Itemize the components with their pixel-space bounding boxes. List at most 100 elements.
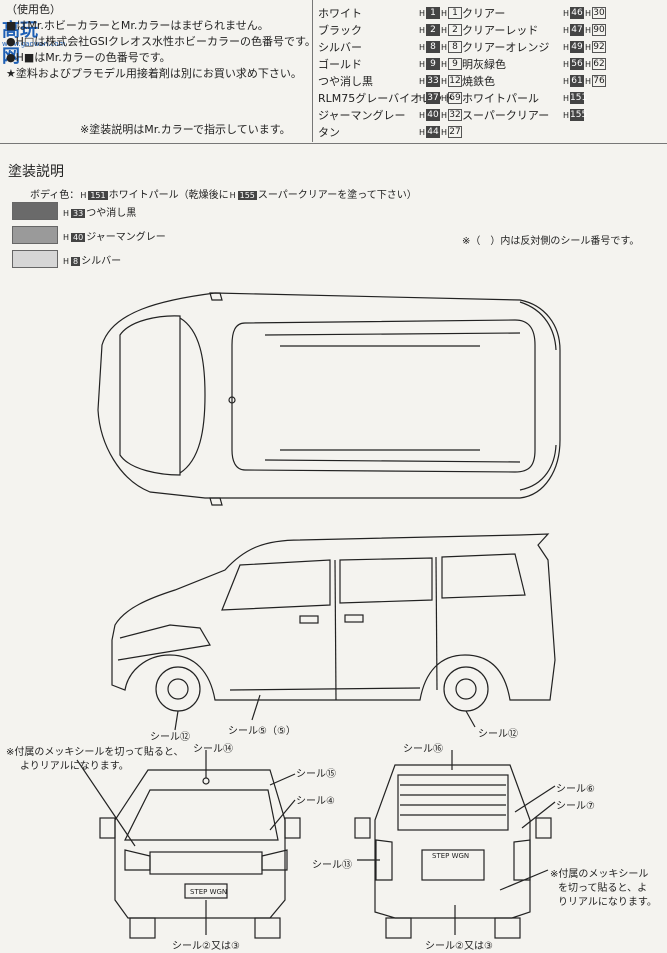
mr-color-code: 37 xyxy=(426,92,441,104)
h-mark: H xyxy=(441,110,448,120)
code-box: 151 xyxy=(88,191,108,200)
color-name: 明灰緑色 xyxy=(462,58,506,71)
rear-note-2: を切って貼ると、よ xyxy=(558,883,648,894)
mr-color-code: 44 xyxy=(426,126,441,138)
swatch-name: シルバー xyxy=(81,256,122,267)
watermark-url: www.gaowan.com xyxy=(2,40,66,48)
mr-color-code: 155 xyxy=(570,109,588,121)
h-mark: H xyxy=(419,127,426,137)
h-mark: H xyxy=(63,233,70,242)
mr-color-code: 49 xyxy=(570,41,585,53)
h-mark: H xyxy=(441,76,448,86)
mr-color-code: 2 xyxy=(426,24,441,36)
mr-color-code: 47 xyxy=(570,24,585,36)
seal-2-or-3-rear: シール②又は③ xyxy=(425,941,493,952)
seal-2-or-3-front: シール②又は③ xyxy=(172,941,240,952)
h-mark: H xyxy=(441,42,448,52)
code-box: 8 xyxy=(71,257,81,266)
h-mark: H xyxy=(563,93,570,103)
aqueous-color-code: 92 xyxy=(592,41,607,53)
aqueous-color-code: 30 xyxy=(592,7,607,19)
aqueous-color-code: 8 xyxy=(448,41,463,53)
color-name: クリアーレッド xyxy=(462,24,539,37)
color-name: スーパークリアー xyxy=(462,109,550,122)
h-mark: H xyxy=(441,59,448,69)
h-mark: H xyxy=(563,59,570,69)
h-mark: H xyxy=(419,93,426,103)
mr-color-code: 9 xyxy=(426,58,441,70)
legend-divider xyxy=(312,0,313,142)
aqueous-color-code: 27 xyxy=(448,126,463,138)
seal-6: シール⑥ xyxy=(556,784,595,795)
color-name: 焼鉄色 xyxy=(462,75,495,88)
color-name: シルバー xyxy=(318,41,362,54)
color-swatch xyxy=(12,202,58,220)
aqueous-color-code: 12 xyxy=(448,75,463,87)
seal-12-right: シール⑫ xyxy=(478,729,518,740)
seal-14: シール⑭ xyxy=(193,744,233,755)
h-mark: H xyxy=(563,42,570,52)
watermark-logo: 高玩网 www.gaowan.com xyxy=(0,0,65,70)
h-mark: H xyxy=(563,110,570,120)
mr-color-code: 151 xyxy=(570,92,588,104)
aqueous-color-code: 62 xyxy=(592,58,607,70)
mr-color-code: 33 xyxy=(426,75,441,87)
note-line-1: ■はMr.ホビーカラーとMr.カラーはまぜられません。 xyxy=(6,19,269,32)
mr-color-code: 8 xyxy=(426,41,441,53)
front-note-1: ※付属のメッキシールを切って貼ると、 xyxy=(6,747,184,758)
h-mark: H xyxy=(419,8,426,18)
h-mark: H xyxy=(441,127,448,137)
h-mark: H xyxy=(229,191,236,200)
mr-color-code: 56 xyxy=(570,58,585,70)
color-name: ジャーマングレー xyxy=(318,109,406,122)
color-swatch xyxy=(12,250,58,268)
h-mark: H xyxy=(585,8,592,18)
h-mark: H xyxy=(419,59,426,69)
h-mark: H xyxy=(419,25,426,35)
mr-color-code: 40 xyxy=(426,109,441,121)
section-title: 塗装説明 xyxy=(8,164,64,180)
swatch-name: つや消し黒 xyxy=(86,208,137,219)
color-name: ゴールド xyxy=(318,58,362,71)
color-name: つや消し黒 xyxy=(318,75,373,88)
color-swatch xyxy=(12,226,58,244)
code-box: 33 xyxy=(71,209,86,218)
seal-12-side: シール⑫ xyxy=(150,732,190,743)
seal-16: シール⑯ xyxy=(403,744,443,755)
h-mark: H xyxy=(585,76,592,86)
mr-color-code: 61 xyxy=(570,75,585,87)
note-line-5: ※塗装説明はMr.カラーで指示しています。 xyxy=(80,123,291,136)
h-mark: H xyxy=(441,93,448,103)
color-name: タン xyxy=(318,126,340,139)
aqueous-color-code: 2 xyxy=(448,24,463,36)
seal-13: シール⑬ xyxy=(312,860,352,871)
h-mark: H xyxy=(563,8,570,18)
body-prefix: ボディ色： xyxy=(30,190,80,201)
h-mark: H xyxy=(441,25,448,35)
seal-5: シール⑤（⑤） xyxy=(228,726,296,737)
code-box: 155 xyxy=(237,191,257,200)
h-mark: H xyxy=(63,209,70,218)
aqueous-color-code: 1 xyxy=(448,7,463,19)
note-line-2: ●H□は株式会社GSIクレオス水性ホビーカラーの色番号です。 xyxy=(6,35,316,48)
h-mark: H xyxy=(419,110,426,120)
code-box: 40 xyxy=(71,233,86,242)
h-mark: H xyxy=(563,25,570,35)
partial-title: （使用色） xyxy=(6,3,61,16)
section-divider xyxy=(0,143,667,144)
h-mark: H xyxy=(585,59,592,69)
swatch-name: ジャーマングレー xyxy=(86,232,166,243)
